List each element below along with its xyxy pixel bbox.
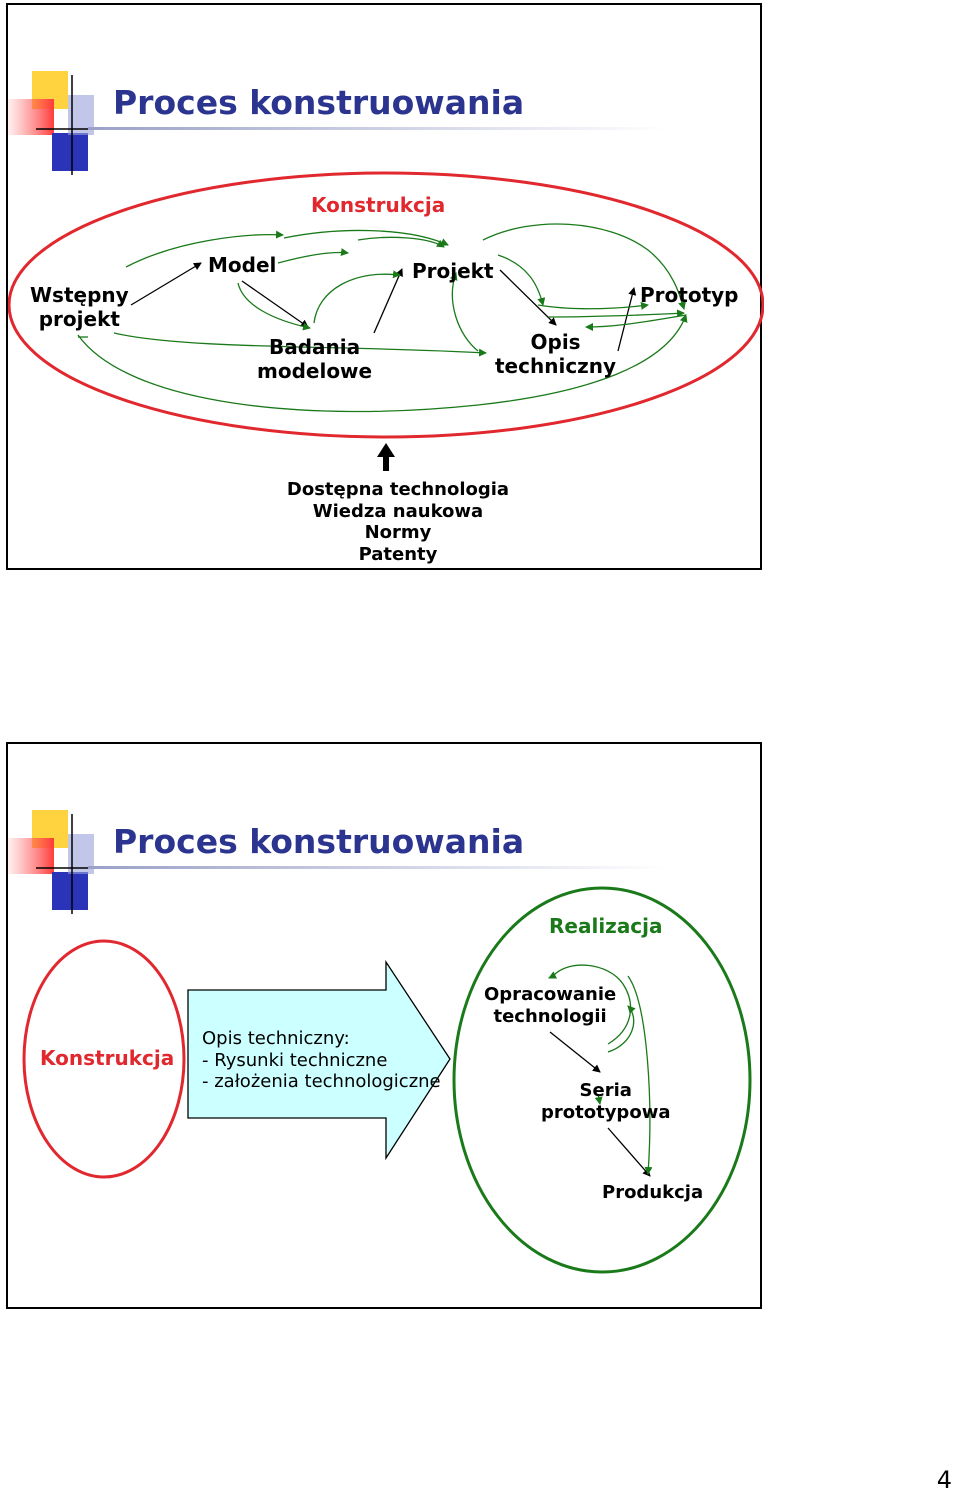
- inputs-list: Dostępna technologia Wiedza naukowa Norm…: [238, 479, 558, 565]
- node-prototyp: Prototyp: [640, 283, 739, 307]
- node-opis-techniczny: Opis techniczny: [495, 330, 617, 378]
- konstrukcja-label: Konstrukcja: [40, 1046, 175, 1070]
- input-item: Wiedza naukowa: [312, 500, 484, 522]
- input-item: Patenty: [358, 543, 438, 565]
- input-item: Normy: [364, 522, 432, 544]
- feedback-curves: [77, 223, 688, 413]
- feedback-curves: [548, 964, 653, 1175]
- title-rule: [88, 866, 668, 869]
- node-model: Model: [208, 253, 277, 277]
- process-arrows: [130, 262, 637, 352]
- process-arrows: [549, 1031, 651, 1177]
- arrow-text-line: - założenia technologiczne: [202, 1071, 441, 1093]
- title-rule: [88, 127, 668, 130]
- realizacja-ellipse: [452, 886, 752, 1274]
- input-item: Dostępna technologia: [286, 479, 510, 500]
- block-arrow-shape: [187, 959, 451, 1161]
- slide-1: Proces konstruowania Konstrukcja Wstępny…: [6, 3, 764, 570]
- konstrukcja-label: Konstrukcja: [311, 193, 446, 217]
- logo-squares-icon: [8, 71, 108, 175]
- node-seria-prototypowa: Seria prototypowa: [541, 1080, 671, 1123]
- node-produkcja: Produkcja: [602, 1182, 704, 1203]
- arrow-text-line: - Rysunki techniczne: [202, 1049, 388, 1071]
- node-opracowanie-technologii: Opracowanie technologii: [484, 984, 617, 1027]
- slide-2-title: Proces konstruowania: [113, 822, 525, 861]
- realizacja-label: Realizacja: [549, 914, 663, 938]
- konstrukcja-ellipse: [8, 171, 764, 439]
- node-wstepny-projekt: Wstępny projekt: [30, 283, 129, 331]
- arrow-text-line: Opis techniczny:: [202, 1028, 350, 1049]
- node-badania-modelowe: Badania modelowe: [257, 335, 373, 383]
- slide-1-graphics: [8, 71, 764, 471]
- konstrukcja-ellipse: [22, 939, 186, 1179]
- page-number: 4: [936, 1466, 952, 1494]
- slide-2: Proces konstruowania Konstrukcja Opis te…: [6, 742, 762, 1309]
- slide-2-graphics: [8, 810, 752, 1274]
- arrow-text: Opis techniczny: - Rysunki techniczne - …: [202, 1028, 441, 1093]
- slide-1-title: Proces konstruowania: [113, 83, 525, 122]
- node-projekt: Projekt: [412, 259, 494, 283]
- logo-squares-icon: [8, 810, 108, 914]
- input-up-arrow-icon: [377, 443, 395, 471]
